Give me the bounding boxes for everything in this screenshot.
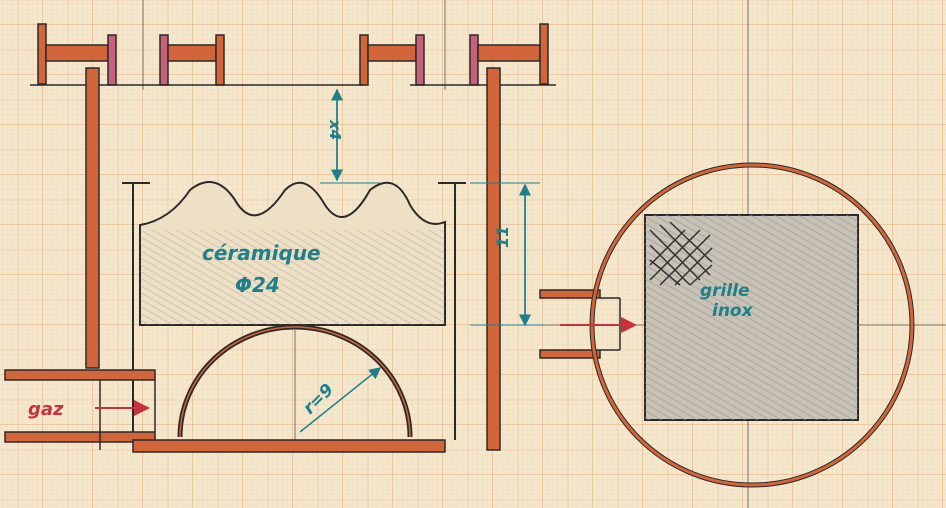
gap-label: x4: [326, 119, 344, 140]
grille-label-line1: grille: [700, 281, 750, 301]
ceramic-shading: [140, 230, 445, 325]
radius-arrow: [299, 367, 382, 433]
left-pipe: [85, 67, 100, 369]
top-fittings: [30, 23, 556, 86]
arch-inner: [179, 326, 411, 438]
gas-label: gaz: [28, 399, 64, 420]
gas-inlet-pipe: [4, 369, 156, 450]
diameter-label: Φ24: [235, 273, 280, 297]
grille-label-line2: inox: [712, 301, 754, 321]
ceramic-label: céramique: [202, 241, 321, 265]
outlet-pipe: [539, 289, 621, 359]
burner-housing: [122, 182, 466, 440]
right-pipe: [486, 67, 501, 451]
side-height-label: 11: [493, 226, 512, 248]
mesh-detail: [649, 221, 713, 286]
base-plate: [132, 439, 446, 453]
